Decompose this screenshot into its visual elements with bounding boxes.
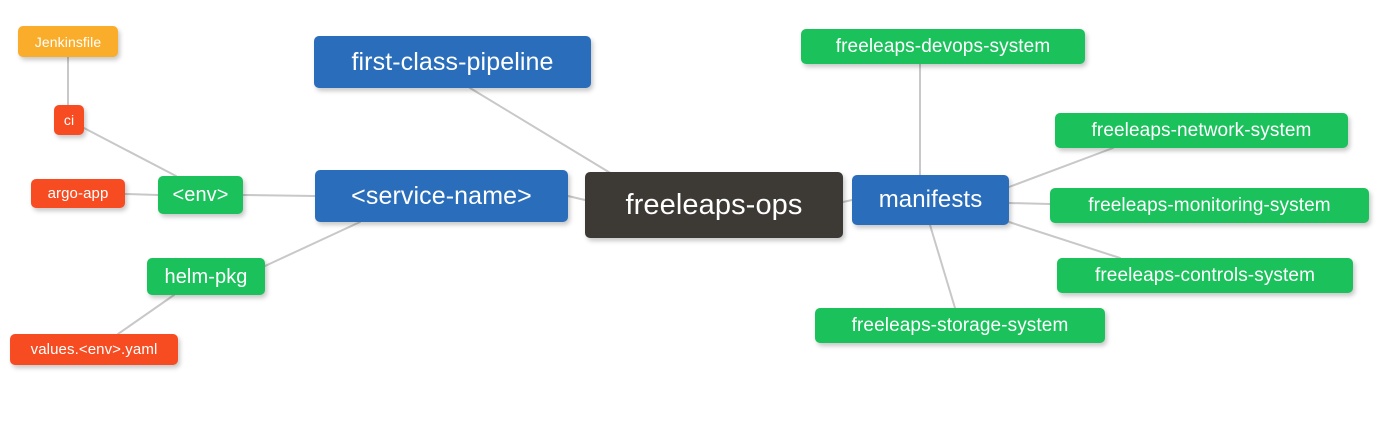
mindmap-node-first-class-pipeline[interactable]: first-class-pipeline xyxy=(314,36,591,88)
mindmap-node-freeleaps-ops[interactable]: freeleaps-ops xyxy=(585,172,843,238)
mindmap-node-helm-pkg[interactable]: helm-pkg xyxy=(147,258,265,295)
mindmap-node-jenkinsfile[interactable]: Jenkinsfile xyxy=(18,26,118,57)
mindmap-node-argo-app[interactable]: argo-app xyxy=(31,179,125,208)
mindmap-node-manifests[interactable]: manifests xyxy=(852,175,1009,225)
edge-manifests-to-freeleaps-monitoring-system xyxy=(1008,202,1051,205)
mindmap-node-freeleaps-controls-system[interactable]: freeleaps-controls-system xyxy=(1057,258,1353,293)
edge-service-name-to-helm-pkg xyxy=(264,221,361,267)
mindmap-node-freeleaps-devops-system[interactable]: freeleaps-devops-system xyxy=(801,29,1085,64)
mindmap-node-freeleaps-storage-system[interactable]: freeleaps-storage-system xyxy=(815,308,1105,343)
mindmap-node-service-name[interactable]: <service-name> xyxy=(315,170,568,222)
mindmap-node-values-env-yaml[interactable]: values.<env>.yaml xyxy=(10,334,178,365)
edge-service-name-to-env xyxy=(242,194,316,197)
edge-helm-pkg-to-values-env-yaml xyxy=(117,294,175,335)
edge-env-to-argo-app xyxy=(124,193,159,196)
mindmap-node-ci[interactable]: ci xyxy=(54,105,84,135)
edge-env-to-ci xyxy=(83,127,177,177)
edge-manifests-to-freeleaps-network-system xyxy=(1008,147,1114,188)
mindmap-node-freeleaps-monitoring-system[interactable]: freeleaps-monitoring-system xyxy=(1050,188,1369,223)
edge-manifests-to-freeleaps-storage-system xyxy=(929,224,956,309)
mindmap-node-env[interactable]: <env> xyxy=(158,176,243,214)
edge-freeleaps-ops-to-service-name xyxy=(567,195,586,201)
edge-manifests-to-freeleaps-controls-system xyxy=(1008,221,1121,259)
edge-freeleaps-ops-to-first-class-pipeline xyxy=(469,87,613,175)
edge-freeleaps-ops-to-manifests xyxy=(842,199,853,203)
mindmap-node-freeleaps-network-system[interactable]: freeleaps-network-system xyxy=(1055,113,1348,148)
